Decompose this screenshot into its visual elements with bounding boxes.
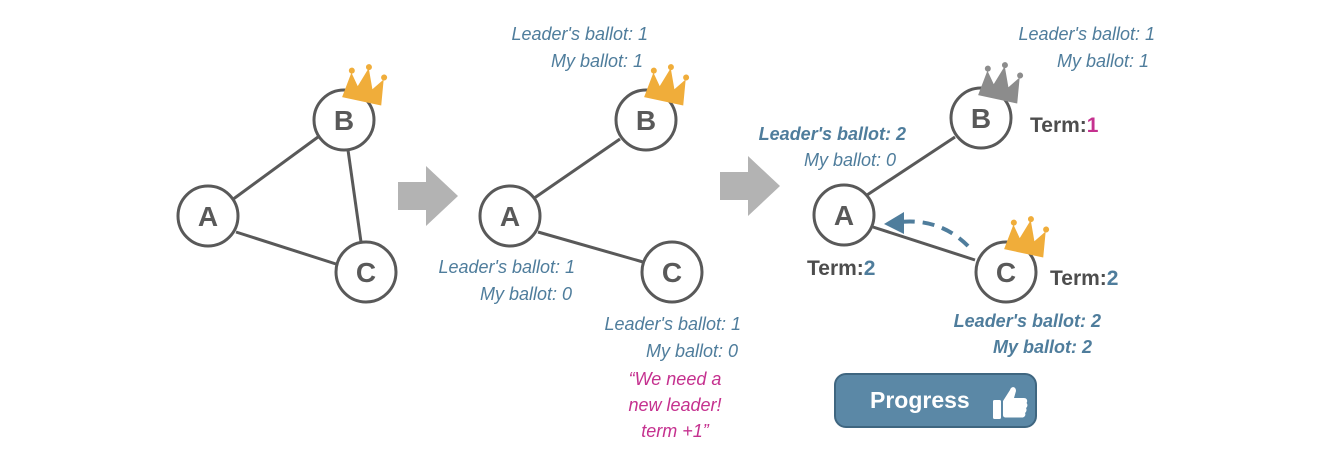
node-a-label: A — [198, 201, 218, 232]
b-my-ballot: My ballot: 1 — [551, 51, 643, 71]
b-leaders-ballot: Leader's ballot: 1 — [511, 24, 648, 44]
node-c-label: C — [356, 257, 376, 288]
b-term-value: 1 — [1087, 114, 1099, 137]
panel-2: A B C Leader's ballot: 1 My ballot: 1 Le… — [438, 24, 741, 441]
progress-button-label: Progress — [870, 387, 970, 413]
node-b: B — [312, 88, 376, 152]
edge-a-c — [872, 225, 976, 262]
edge-a-b — [231, 135, 319, 202]
crown-icon — [644, 64, 690, 106]
a-term-label: Term: — [807, 257, 864, 280]
node-c: C — [974, 240, 1038, 304]
c-leaders-ballot: Leader's ballot: 1 — [604, 314, 741, 334]
node-c-label: C — [662, 257, 682, 288]
c-leaders-ballot: Leader's ballot: 2 — [954, 311, 1101, 331]
a-my-ballot: My ballot: 0 — [480, 284, 572, 304]
node-a-label: A — [500, 201, 520, 232]
node-c-label: C — [996, 257, 1016, 288]
dashed-arrow-icon — [884, 212, 970, 248]
a-leaders-ballot: Leader's ballot: 1 — [438, 257, 575, 277]
c-quote-line-3: term +1” — [641, 421, 710, 441]
c-term-label: Term: — [1050, 267, 1107, 290]
a-my-ballot: My ballot: 0 — [804, 150, 896, 170]
b-my-ballot: My ballot: 1 — [1057, 51, 1149, 71]
crown-icon — [1004, 216, 1050, 258]
b-term: Term:1 — [1030, 114, 1099, 137]
node-c: C — [334, 240, 398, 304]
c-quote-line-2: new leader! — [628, 395, 721, 415]
edge-a-b — [863, 135, 956, 199]
a-term: Term:2 — [807, 257, 875, 280]
node-b: B — [614, 88, 678, 152]
b-leaders-ballot: Leader's ballot: 1 — [1018, 24, 1155, 44]
b-term-label: Term: — [1030, 114, 1087, 137]
node-b-label: B — [636, 105, 656, 136]
right-arrow-icon — [398, 166, 458, 226]
crown-icon — [342, 64, 388, 106]
a-leaders-ballot: Leader's ballot: 2 — [759, 124, 906, 144]
crown-icon — [978, 62, 1024, 104]
node-b-label: B — [334, 105, 354, 136]
panel-3: A B C — [759, 24, 1155, 357]
panel-1: A B C — [176, 64, 398, 304]
node-a: A — [812, 183, 876, 247]
edge-a-c — [537, 230, 644, 264]
c-my-ballot: My ballot: 2 — [993, 337, 1092, 357]
c-quote-line-1: “We need a — [629, 369, 722, 389]
node-a: A — [176, 184, 240, 248]
node-a: A — [478, 184, 542, 248]
node-a-label: A — [834, 200, 854, 231]
c-my-ballot: My ballot: 0 — [646, 341, 738, 361]
a-term-value: 2 — [864, 257, 876, 280]
right-arrow-icon — [720, 156, 780, 216]
edge-b-c — [346, 149, 363, 243]
edge-a-b — [529, 137, 621, 203]
c-term: Term:2 — [1050, 267, 1118, 290]
progress-button[interactable]: Progress — [834, 373, 1037, 428]
c-term-value: 2 — [1107, 267, 1119, 290]
node-c: C — [640, 240, 704, 304]
edge-a-c — [235, 230, 337, 266]
thumbs-up-icon — [993, 387, 1028, 419]
node-b-label: B — [971, 103, 991, 134]
